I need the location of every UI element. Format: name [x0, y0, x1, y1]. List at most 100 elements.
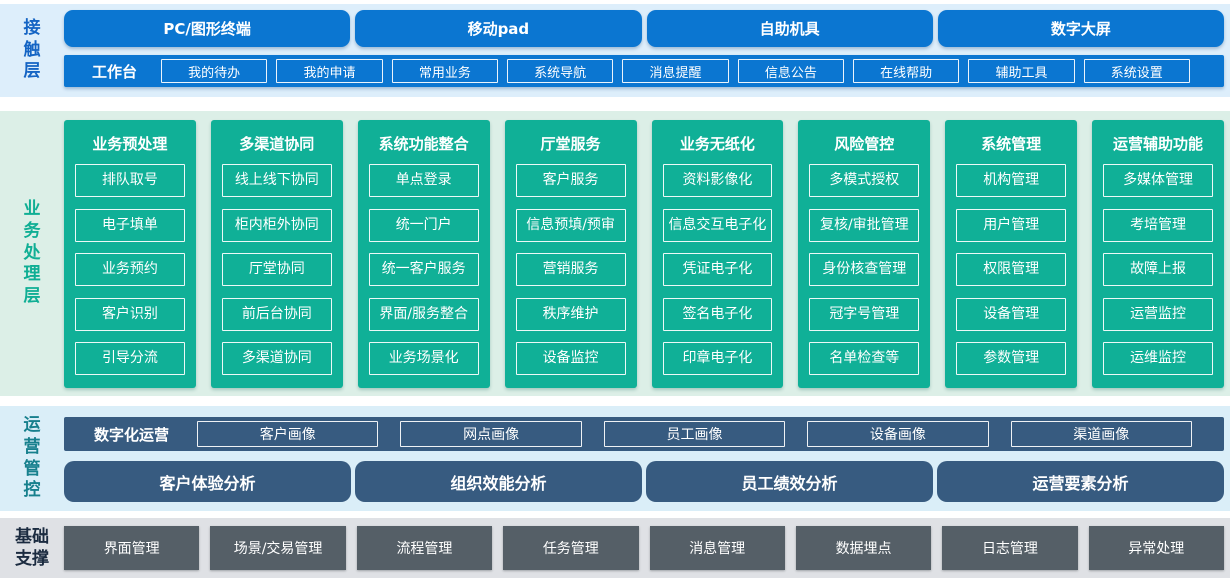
workbench-item-label: 系统导航	[534, 65, 587, 81]
channel-row: PC/图形终端 移动pad 自助机具 数字大屏	[64, 10, 1224, 47]
business-function-box: 营销服务	[515, 253, 626, 286]
contact-layer-band: 接触层 PC/图形终端 移动pad 自助机具 数字大屏 工作台	[0, 4, 1230, 97]
business-function-box: 业务场景化	[368, 342, 479, 375]
contact-layer-label: 接触层	[0, 4, 64, 97]
workbench-item-label: 常用业务	[418, 65, 471, 81]
analysis-label: 组织效能分析	[450, 473, 547, 493]
digital-ops-items: 客户画像 网点画像 员工画像 设备画像 渠道画像	[197, 421, 1192, 447]
business-columns: 业务预处理 排队取号 电子填单 业务预约 客户识别	[64, 111, 1230, 396]
business-function-label: 多媒体管理	[1123, 172, 1194, 189]
foundation-box: 消息管理	[649, 526, 785, 570]
business-column-title: 系统管理	[981, 135, 1042, 153]
business-function-box: 资料影像化	[662, 164, 773, 197]
operations-layer-band: 运营管控 数字化运营 客户画像 网点画像 员工画像 设备画像	[0, 406, 1230, 511]
foundation-items: 界面管理 场景/交易管理 流程管理 任务管理 消息管理 数据埋点 日志管理 异常…	[64, 518, 1230, 578]
portrait-box: 员工画像	[603, 421, 786, 447]
business-column-title: 厅堂服务	[540, 135, 601, 153]
workbench-item-label: 我的申请	[303, 65, 356, 81]
operations-layer-label-text: 运营管控	[23, 415, 41, 501]
business-function-label: 柜内柜外协同	[234, 216, 319, 233]
contact-layer-label-text: 接触层	[23, 17, 41, 82]
operations-content: 数字化运营 客户画像 网点画像 员工画像 设备画像 渠道画像	[64, 406, 1230, 511]
business-column: 业务无纸化 资料影像化 信息交互电子化 凭证电子化 签名电子化	[651, 120, 784, 388]
business-function-box: 客户识别	[75, 297, 185, 331]
business-column-title: 业务无纸化	[679, 135, 755, 153]
business-function-label: 考培管理	[1130, 216, 1187, 233]
business-function-box: 统一门户	[368, 208, 479, 242]
business-function-box: 单点登录	[368, 164, 479, 197]
business-function-box: 故障上报	[1103, 253, 1213, 286]
business-function-box: 用户管理	[956, 208, 1067, 242]
business-function-label: 权限管理	[983, 261, 1040, 278]
business-column-title: 运营辅助功能	[1113, 135, 1204, 153]
foundation-label: 场景/交易管理	[233, 541, 323, 557]
business-layer-label: 业务处理层	[0, 111, 64, 396]
business-function-label: 冠字号管理	[829, 305, 900, 322]
business-function-label: 运维监控	[1130, 350, 1187, 367]
workbench-label: 工作台	[92, 62, 138, 81]
business-function-box: 签名电子化	[662, 297, 773, 331]
portrait-box: 设备画像	[807, 421, 989, 447]
business-function-label: 名单检查等	[829, 350, 900, 367]
analysis-box: 客户体验分析	[64, 461, 351, 502]
business-function-box: 引导分流	[75, 342, 185, 375]
business-function-label: 电子填单	[101, 216, 158, 233]
portrait-label: 网点画像	[463, 427, 520, 443]
contact-layer-content: PC/图形终端 移动pad 自助机具 数字大屏 工作台 我的待办 我的	[64, 4, 1230, 97]
business-column-items: 排队取号 电子填单 业务预约 客户识别 引导分流	[75, 164, 185, 375]
foundation-layer-band: 基础支撑 界面管理 场景/交易管理 流程管理 任务管理 消息管理 数据埋点 日志…	[0, 518, 1230, 578]
foundation-label: 界面管理	[103, 541, 160, 557]
analysis-label: 客户体验分析	[159, 473, 256, 493]
foundation-box: 场景/交易管理	[210, 526, 346, 570]
foundation-label: 消息管理	[689, 541, 746, 557]
business-function-label: 复核/审批管理	[819, 216, 909, 233]
business-function-box: 前后台协同	[221, 297, 332, 331]
business-column: 运营辅助功能 多媒体管理 考培管理 故障上报 运营监控	[1092, 120, 1224, 388]
business-function-box: 信息交互电子化	[662, 208, 773, 242]
business-function-label: 统一客户服务	[381, 261, 466, 278]
business-function-label: 业务场景化	[388, 350, 459, 367]
business-function-label: 机构管理	[983, 172, 1040, 189]
business-function-label: 设备监控	[542, 350, 599, 367]
foundation-box: 日志管理	[942, 526, 1078, 570]
workbench-item: 我的待办	[161, 59, 268, 83]
business-column: 系统功能整合 单点登录 统一门户 统一客户服务 界面/服务整合	[357, 120, 490, 388]
portrait-box: 客户画像	[197, 421, 379, 447]
business-function-box: 电子填单	[75, 208, 185, 242]
business-function-label: 界面/服务整合	[379, 305, 469, 322]
channel-box: 自助机具	[646, 10, 933, 47]
business-function-label: 线上线下协同	[234, 172, 319, 189]
workbench-item-label: 信息公告	[764, 65, 817, 81]
analysis-box: 运营要素分析	[937, 461, 1224, 502]
business-column-items: 多模式授权 复核/审批管理 身份核查管理 冠字号管理 名单检查等	[809, 164, 920, 375]
workbench-item-label: 我的待办	[188, 65, 241, 81]
business-function-box: 冠字号管理	[809, 297, 920, 331]
business-column-items: 资料影像化 信息交互电子化 凭证电子化 签名电子化 印章电子化	[662, 164, 773, 375]
workbench-item: 信息公告	[737, 59, 844, 83]
business-function-label: 资料影像化	[682, 172, 753, 189]
foundation-box: 界面管理	[64, 526, 200, 570]
digital-ops-bar: 数字化运营 客户画像 网点画像 员工画像 设备画像 渠道画像	[64, 417, 1224, 451]
operations-layer-label: 运营管控	[0, 406, 64, 511]
business-function-box: 运营监控	[1103, 297, 1213, 331]
business-function-box: 凭证电子化	[662, 253, 773, 286]
portrait-label: 客户画像	[259, 427, 316, 443]
foundation-layer-label-text: 基础支撑	[15, 526, 49, 569]
business-column-title: 业务预处理	[92, 135, 168, 153]
foundation-layer-label: 基础支撑	[0, 518, 64, 578]
business-function-box: 多媒体管理	[1103, 164, 1213, 197]
business-function-box: 名单检查等	[809, 342, 920, 375]
business-column-title: 多渠道协同	[239, 135, 315, 153]
business-function-box: 设备监控	[515, 342, 626, 375]
business-function-box: 柜内柜外协同	[221, 208, 332, 242]
business-function-label: 签名电子化	[682, 305, 753, 322]
business-function-label: 身份核查管理	[822, 261, 907, 278]
business-function-label: 参数管理	[983, 350, 1040, 367]
workbench-item-label: 在线帮助	[880, 65, 933, 81]
business-function-box: 复核/审批管理	[809, 208, 920, 242]
business-function-box: 考培管理	[1103, 208, 1213, 242]
business-function-label: 排队取号	[101, 172, 158, 189]
business-column: 厅堂服务 客户服务 信息预填/预审 营销服务 秩序维护	[504, 120, 637, 388]
business-function-label: 引导分流	[101, 350, 158, 367]
